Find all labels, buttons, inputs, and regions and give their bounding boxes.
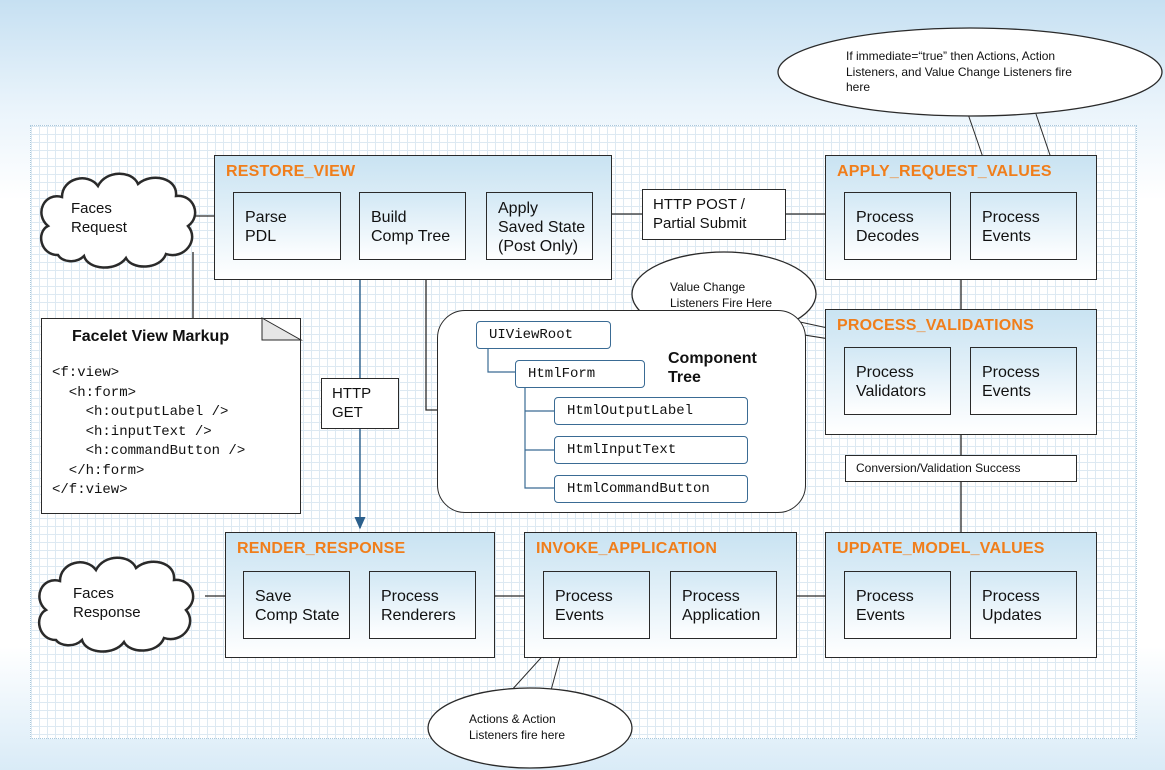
process-events-step: Process Events xyxy=(844,571,951,639)
http-post-label: HTTP POST / Partial Submit xyxy=(642,189,786,240)
faces-request-label: Faces Request xyxy=(71,200,127,236)
code-line: </h:form> xyxy=(52,462,145,479)
phase-title: INVOKE_APPLICATION xyxy=(536,540,718,557)
code-line: <h:commandButton /> xyxy=(52,443,246,459)
conversion-success-label: Conversion/Validation Success xyxy=(845,455,1077,482)
tree-node-uiviewroot: UIViewRoot xyxy=(476,321,611,349)
facelet-title: Facelet View Markup xyxy=(72,328,230,345)
phase-title: RESTORE_VIEW xyxy=(226,163,356,180)
process-renderers-step: Process Renderers xyxy=(369,571,476,639)
faces-response-cloud xyxy=(37,556,195,653)
faces-response-label: Faces Response xyxy=(73,585,141,621)
tree-node-htmloutputlabel: HtmlOutputLabel xyxy=(554,397,748,425)
tree-node-htmlform: HtmlForm xyxy=(515,360,645,388)
phase-title: UPDATE_MODEL_VALUES xyxy=(837,540,1045,557)
immediate-callout-text: If immediate=“true” then Actions, Action… xyxy=(846,49,1072,94)
tree-node-htmlinputtext: HtmlInputText xyxy=(554,436,748,464)
process-updates-step: Process Updates xyxy=(970,571,1077,639)
value-change-callout-text: Value Change Listeners Fire Here xyxy=(670,280,773,310)
tree-node-htmlcommandbutton: HtmlCommandButton xyxy=(554,475,748,503)
code-line: <f:view> xyxy=(52,365,120,381)
process-application-step: Process Application xyxy=(670,571,777,639)
process-decodes-step: Process Decodes xyxy=(844,192,951,260)
code-line: <h:inputText /> xyxy=(52,423,212,440)
component-tree-title: Component Tree xyxy=(668,350,757,386)
phase-title: PROCESS_VALIDATIONS xyxy=(837,317,1035,334)
facelet-code: <f:view> <h:form> <h:outputLabel /> <h:i… xyxy=(52,364,245,501)
code-line: <h:form> xyxy=(52,384,137,401)
faces-request-cloud xyxy=(39,172,197,269)
parse-pdl-step: Parse PDL xyxy=(233,192,341,260)
process-events-step: Process Events xyxy=(970,192,1077,260)
actions-callout-bubble xyxy=(427,687,633,769)
code-line: <h:outputLabel /> xyxy=(52,404,229,420)
http-get-label: HTTP GET xyxy=(321,378,399,429)
phase-title: RENDER_RESPONSE xyxy=(237,540,406,557)
save-comp-state-step: Save Comp State xyxy=(243,571,350,639)
facelet-view-markup: Facelet View Markup <f:view> <h:form> <h… xyxy=(41,318,301,514)
process-validators-step: Process Validators xyxy=(844,347,951,415)
actions-callout-text: Actions & Action Listeners fire here xyxy=(469,712,566,742)
code-line: </f:view> xyxy=(52,482,128,498)
process-events-step: Process Events xyxy=(543,571,650,639)
process-events-step: Process Events xyxy=(970,347,1077,415)
apply-saved-state-step: Apply Saved State (Post Only) xyxy=(486,192,593,260)
phase-title: APPLY_REQUEST_VALUES xyxy=(837,163,1052,180)
immediate-callout-bubble xyxy=(777,27,1163,117)
build-comp-tree-step: Build Comp Tree xyxy=(359,192,466,260)
